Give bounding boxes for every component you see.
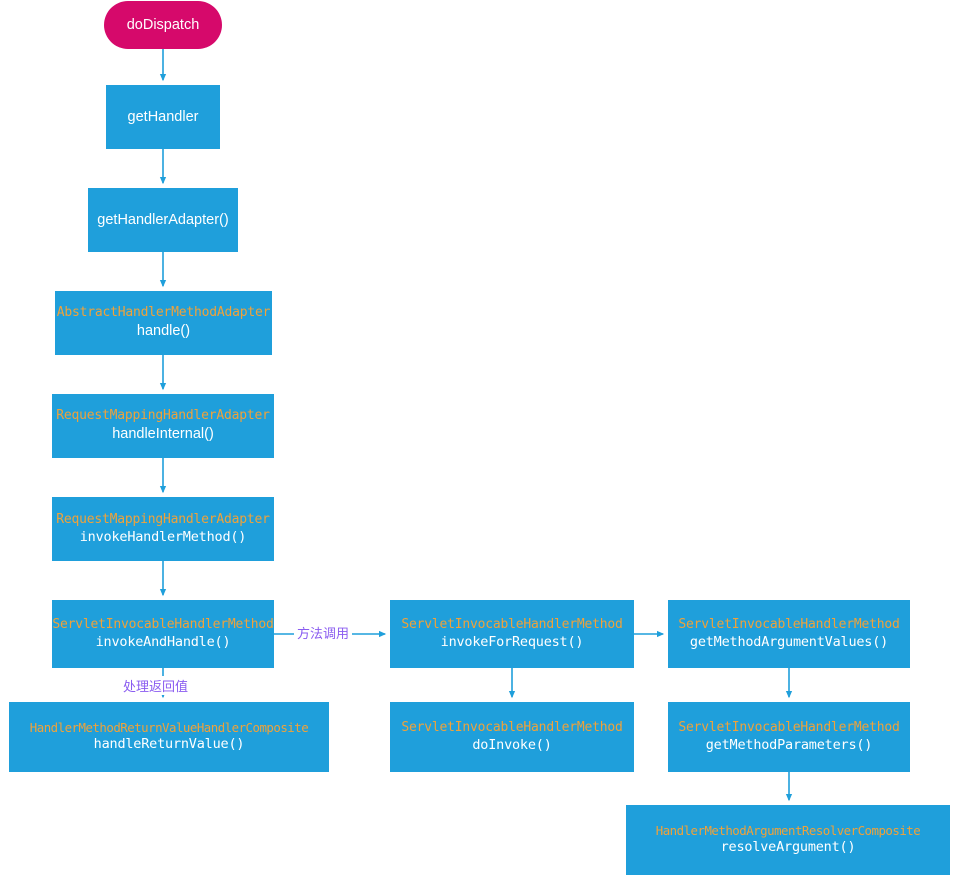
node-invokeHandlerMethod-class: RequestMappingHandlerAdapter (56, 512, 270, 528)
node-handleReturnValue-method: handleReturnValue() (93, 736, 245, 753)
node-handle[interactable]: AbstractHandlerMethodAdapter handle() (55, 291, 272, 355)
node-handleInternal-method: handleInternal() (112, 426, 214, 443)
node-invokeForRequest[interactable]: ServletInvocableHandlerMethod invokeForR… (390, 600, 634, 668)
node-doInvoke-method: doInvoke() (472, 736, 552, 753)
node-getMethodArgumentValues[interactable]: ServletInvocableHandlerMethod getMethodA… (668, 600, 910, 668)
node-getHandlerAdapter[interactable]: getHandlerAdapter() (88, 188, 238, 252)
edge-label-method-call: 方法调用 (294, 623, 353, 642)
node-invokeAndHandle-method: invokeAndHandle() (95, 633, 231, 650)
node-invokeAndHandle-class: ServletInvocableHandlerMethod (52, 617, 274, 633)
node-handle-method: handle() (136, 323, 191, 340)
node-handle-class: AbstractHandlerMethodAdapter (56, 305, 271, 321)
node-invokeForRequest-class: ServletInvocableHandlerMethod (401, 617, 623, 633)
node-resolveArgument[interactable]: HandlerMethodArgumentResolverComposite r… (626, 805, 950, 875)
node-getMethodParameters-method: getMethodParameters() (705, 736, 873, 753)
node-handleReturnValue-class: HandlerMethodReturnValueHandlerComposite (29, 720, 309, 736)
node-handleInternal-class: RequestMappingHandlerAdapter (56, 408, 270, 424)
node-invokeAndHandle[interactable]: ServletInvocableHandlerMethod invokeAndH… (52, 600, 274, 668)
node-invokeForRequest-method: invokeForRequest() (440, 633, 584, 650)
node-doInvoke-class: ServletInvocableHandlerMethod (401, 720, 623, 736)
node-doInvoke[interactable]: ServletInvocableHandlerMethod doInvoke() (390, 702, 634, 772)
node-doDispatch-method: doDispatch (126, 16, 200, 33)
node-doDispatch[interactable]: doDispatch (104, 1, 222, 49)
node-getMethodParameters-class: ServletInvocableHandlerMethod (678, 720, 900, 736)
edge-label-handle-return-value: 处理返回值 (120, 676, 192, 695)
node-getHandler-method: getHandler (127, 108, 199, 125)
node-getHandlerAdapter-method: getHandlerAdapter() (97, 211, 229, 228)
node-resolveArgument-method: resolveArgument() (720, 839, 856, 856)
node-getMethodArgumentValues-method: getMethodArgumentValues() (689, 633, 889, 650)
node-handleReturnValue[interactable]: HandlerMethodReturnValueHandlerComposite… (9, 702, 329, 772)
node-getMethodArgumentValues-class: ServletInvocableHandlerMethod (678, 617, 900, 633)
node-handleInternal[interactable]: RequestMappingHandlerAdapter handleInter… (52, 394, 274, 458)
node-resolveArgument-class: HandlerMethodArgumentResolverComposite (655, 823, 921, 839)
node-invokeHandlerMethod[interactable]: RequestMappingHandlerAdapter invokeHandl… (52, 497, 274, 561)
node-invokeHandlerMethod-method: invokeHandlerMethod() (79, 528, 247, 545)
node-getMethodParameters[interactable]: ServletInvocableHandlerMethod getMethodP… (668, 702, 910, 772)
node-getHandler[interactable]: getHandler (106, 85, 220, 149)
